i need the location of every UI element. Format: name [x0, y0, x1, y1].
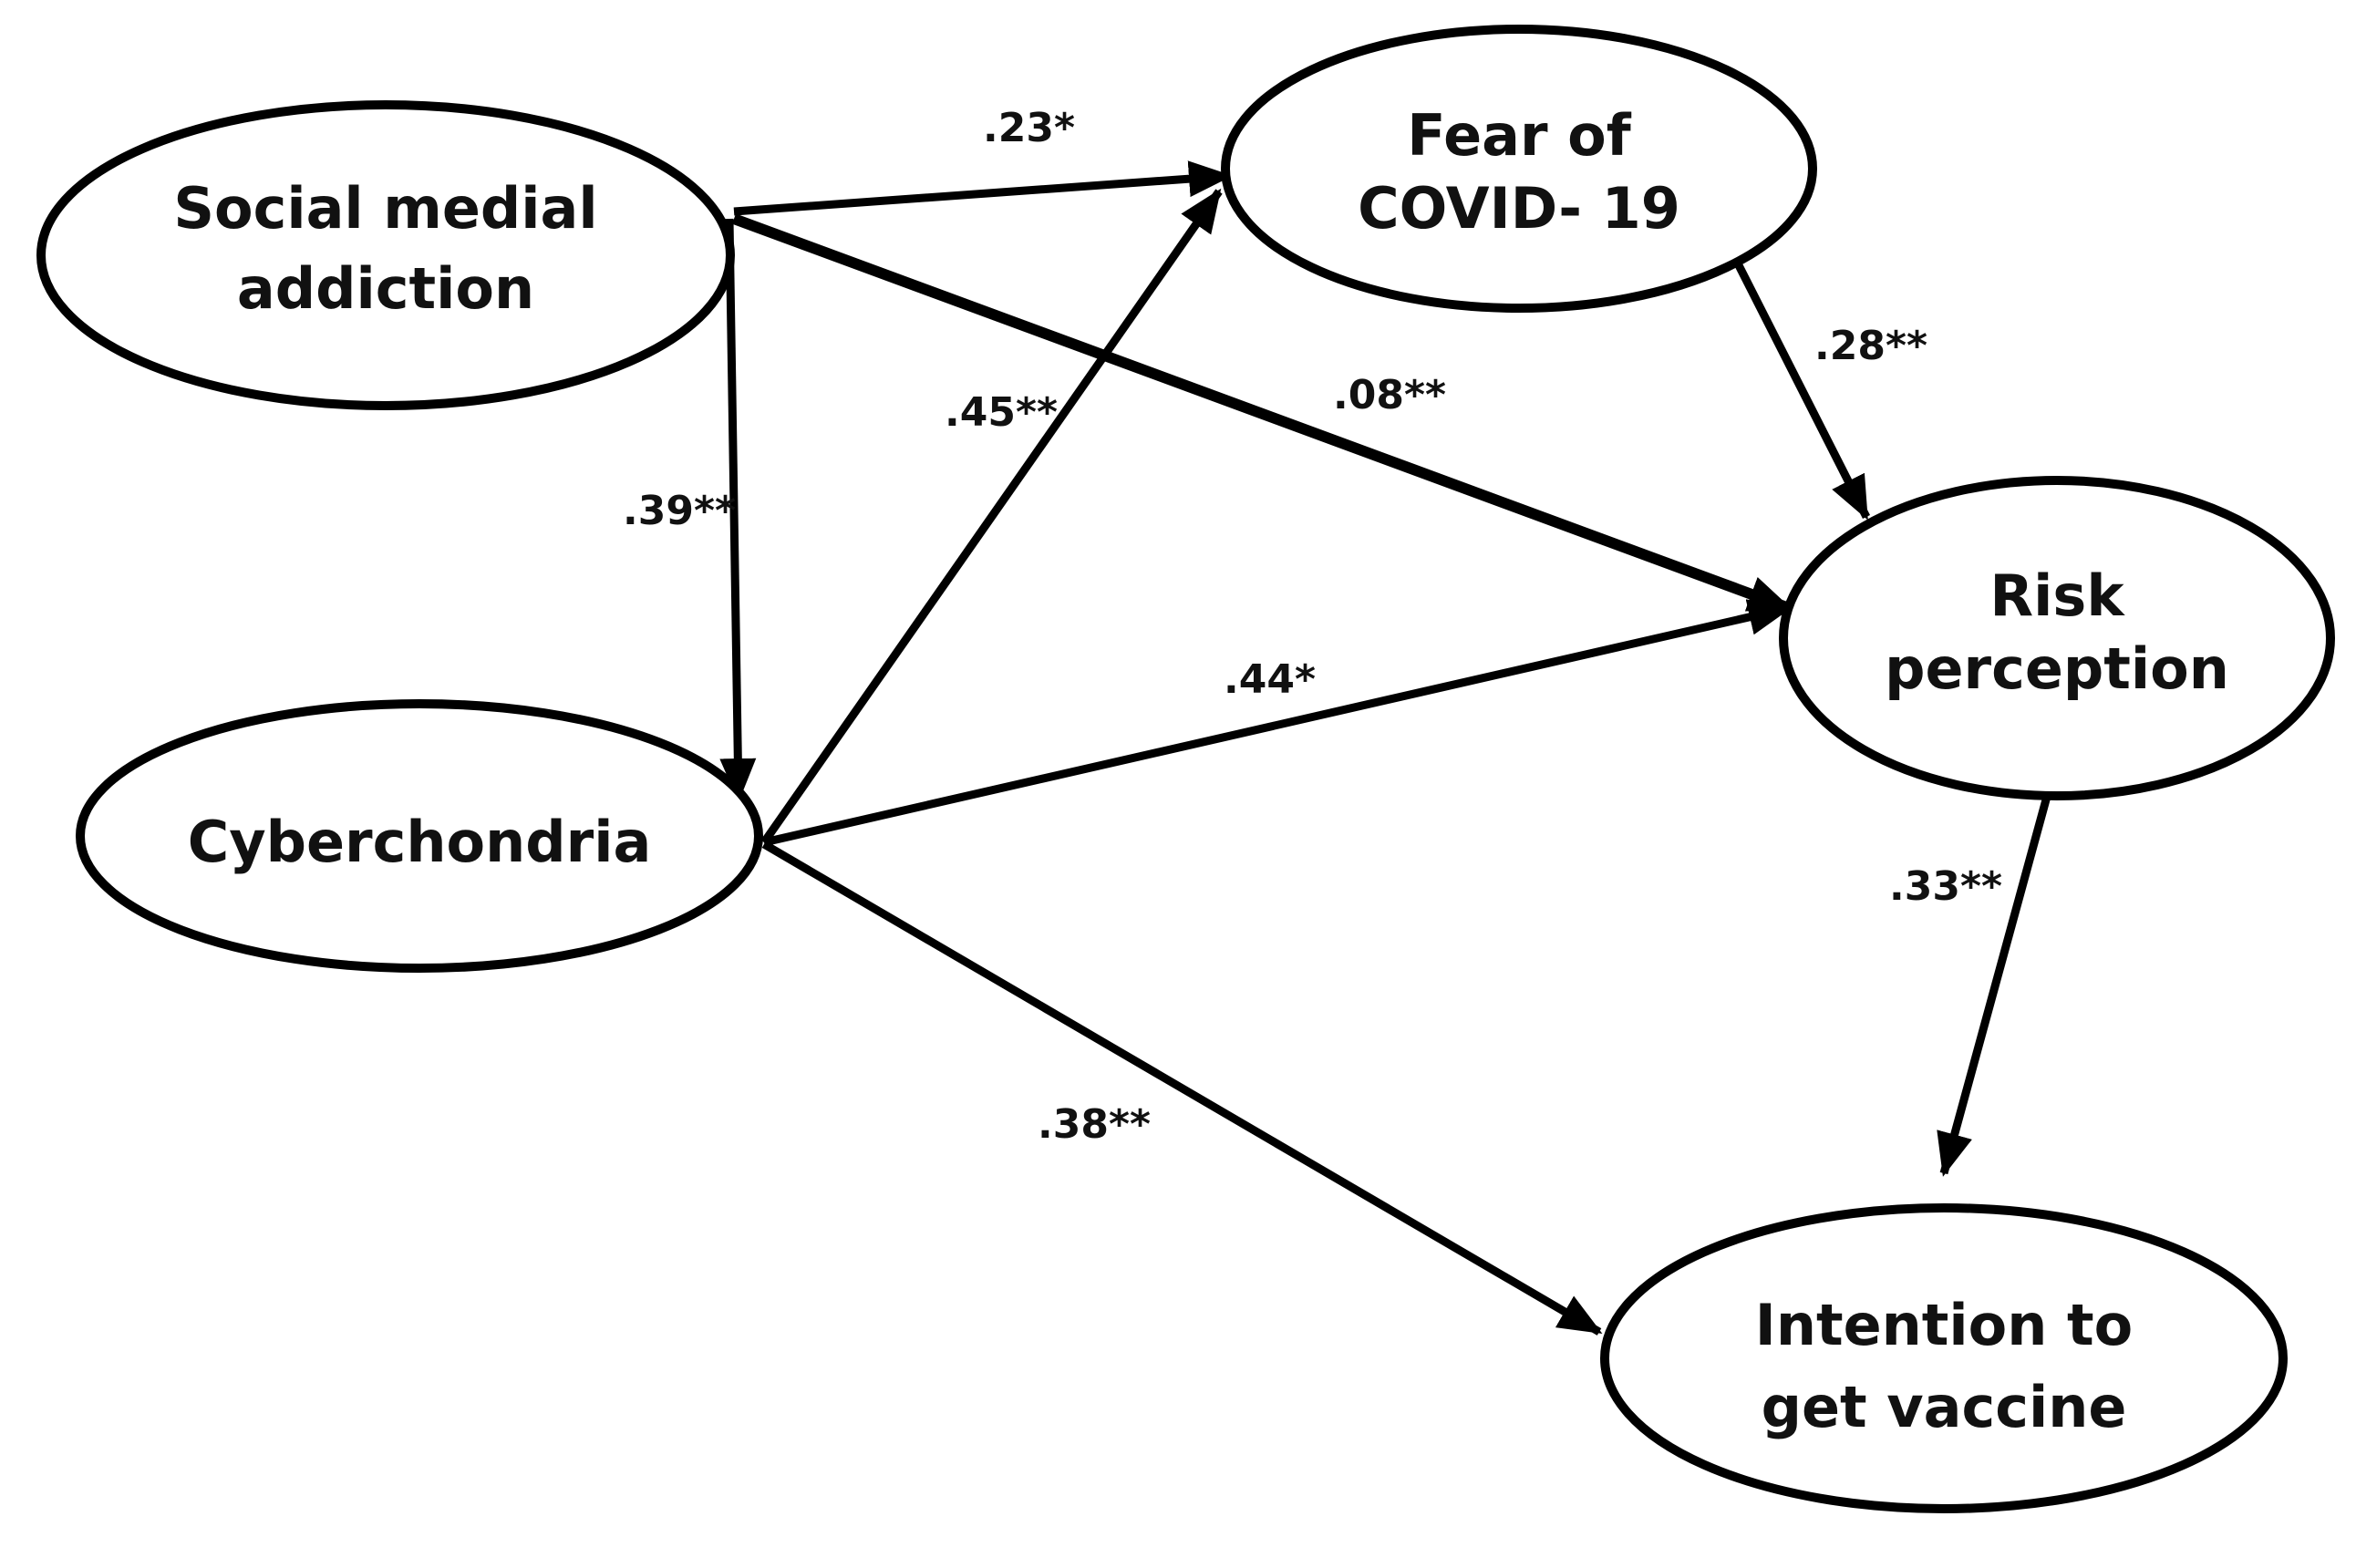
edge-label-social-cyberchondria: .39**: [623, 488, 736, 534]
edge-label-fear-risk: .28**: [1814, 323, 1927, 369]
node-social-media-addiction: Social medial addiction: [36, 100, 735, 410]
node-label-line1: Social medial: [173, 175, 597, 242]
node-cyberchondria: Cyberchondria: [76, 699, 763, 973]
node-label-line1: Cyberchondria: [188, 809, 652, 875]
node-label-line2: addiction: [237, 255, 534, 322]
node-label-line1: Fear of: [1407, 102, 1631, 169]
edge-social-to-fear: [733, 160, 1233, 216]
edge-label-cyberchondria-fear: .45**: [945, 389, 1058, 436]
node-label-line1: Intention to: [1755, 1292, 2133, 1358]
node-intention-to-vaccinate: Intention to get vaccine: [1600, 1203, 2288, 1513]
edge-risk-to-intention: [1937, 791, 2052, 1177]
edge-cyberchondria-to-risk: [762, 599, 1793, 847]
edge-label-risk-intention: .33**: [1889, 863, 2002, 910]
edge-label-cyberchondria-risk: .44*: [1224, 656, 1316, 703]
edge-fear-to-risk: [1734, 263, 1871, 521]
edge-cyberchondria-to-fear: [760, 188, 1223, 845]
node-label-line2: COVID- 19: [1358, 175, 1680, 242]
node-label-line2: perception: [1885, 635, 2229, 702]
node-label-line2: get vaccine: [1762, 1374, 2127, 1440]
edge-social-to-cyberchondria: [719, 218, 757, 802]
edge-labels: .23* .08** .39** .45** .44* .38** .28** …: [623, 105, 2002, 1148]
edge-social-to-risk: [731, 213, 1793, 614]
edges: [719, 160, 2052, 1336]
edge-cyberchondria-to-intention: [761, 841, 1603, 1336]
edge-label-social-risk: .08**: [1333, 372, 1446, 418]
node-label-line1: Risk: [1989, 562, 2125, 629]
edge-label-social-fear: .23*: [983, 105, 1075, 151]
edge-label-cyberchondria-intention: .38**: [1038, 1101, 1151, 1148]
node-fear-of-covid: Fear of COVID- 19: [1221, 25, 1817, 313]
node-risk-perception: Risk perception: [1779, 476, 2335, 800]
